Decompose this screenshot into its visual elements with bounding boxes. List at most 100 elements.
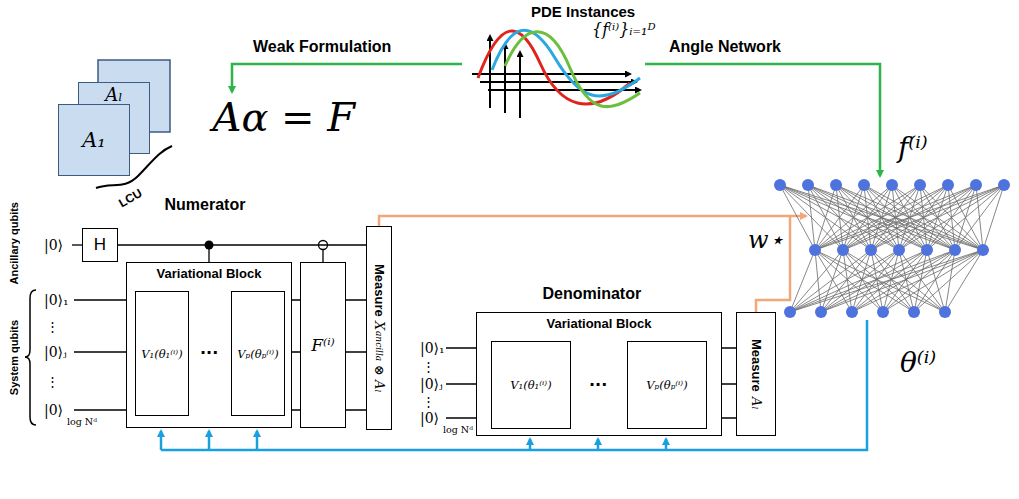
- neuron: [830, 179, 842, 191]
- brace: [25, 290, 36, 425]
- network-link: [808, 185, 983, 250]
- math-label: f⁽ⁱ⁾: [898, 131, 928, 164]
- network-link: [815, 250, 945, 312]
- unitary-box: Vₚ(θₚ⁽ⁱ⁾): [627, 341, 707, 429]
- hadamard-gate: H: [82, 228, 118, 262]
- node-text: V₁(θ₁⁽ⁱ⁾): [141, 347, 182, 361]
- side-label: System qubits: [8, 320, 20, 395]
- network-link: [815, 185, 836, 250]
- node-text: Vₚ(θₚ⁽ⁱ⁾): [237, 347, 278, 361]
- network-link: [927, 185, 1004, 250]
- network-link: [815, 185, 892, 250]
- node-text: H: [94, 235, 106, 255]
- section-title: PDE Instances: [531, 3, 635, 20]
- qubit-label: |0⟩₁: [420, 340, 445, 356]
- neuron: [939, 306, 951, 318]
- neuron: [784, 306, 796, 318]
- qubit-wire: [118, 244, 366, 245]
- neuron: [774, 179, 786, 191]
- qubit-label: |0⟩: [420, 410, 439, 426]
- node-text: Aₗ: [749, 397, 764, 410]
- network-link: [815, 185, 1004, 250]
- network-link: [821, 250, 843, 312]
- qubit-label: |0⟩ⱼ: [44, 344, 67, 360]
- vertical-dots: ⋮: [422, 359, 435, 374]
- network-link: [790, 250, 927, 312]
- network-link: [790, 250, 983, 312]
- neuron: [837, 244, 849, 256]
- pde-plot: [472, 30, 640, 118]
- oracle-box: F⁽ⁱ⁾: [300, 262, 346, 428]
- unitary-box: Vₚ(θₚ⁽ⁱ⁾): [231, 291, 285, 416]
- section-title: Angle Network: [669, 38, 781, 56]
- qubit-label: |0⟩: [44, 237, 63, 253]
- network-link: [852, 250, 927, 312]
- neuron: [815, 306, 827, 318]
- qubit-subscript: log Nᵈ: [67, 416, 97, 427]
- node-text: F⁽ⁱ⁾: [311, 335, 335, 355]
- neuron: [998, 179, 1010, 191]
- neuron: [921, 244, 933, 256]
- neuron: [893, 244, 905, 256]
- network-link: [955, 185, 1004, 250]
- circuit-title: Denominator: [543, 285, 642, 303]
- neuron: [977, 244, 989, 256]
- vertical-dots: ⋮: [46, 319, 59, 334]
- network-link: [852, 250, 955, 312]
- network-link: [883, 250, 983, 312]
- node-text: ancilla: [374, 331, 384, 361]
- unitary-box: V₁(θ₁⁽ⁱ⁾): [135, 291, 189, 416]
- network-link: [821, 250, 955, 312]
- neuron: [865, 244, 877, 256]
- node-text: A₁: [82, 128, 106, 152]
- qubit-label: |0⟩₁: [44, 292, 69, 308]
- neuron: [942, 179, 954, 191]
- network-link: [883, 250, 955, 312]
- math-label: {f⁽ⁱ⁾}ᵢ₌₁ᴰ: [592, 20, 656, 39]
- variational-block: Variational BlockV₁(θ₁⁽ⁱ⁾) Vₚ(θₚ⁽ⁱ⁾): [476, 312, 722, 436]
- network-link: [815, 185, 948, 250]
- green-arrow: [645, 64, 880, 176]
- lcu-label: LCU: [116, 186, 144, 210]
- node-text: Variational Block: [157, 266, 262, 281]
- node-text: X: [372, 321, 387, 330]
- neuron: [809, 244, 821, 256]
- measure-box: MeasureXancilla⊗ Aₗ: [366, 226, 392, 430]
- network-link: [821, 250, 983, 312]
- node-text: ⊗ Aₗ: [372, 365, 387, 393]
- side-label: Ancillary qubits: [8, 202, 20, 285]
- math-label: θ⁽ⁱ⁾: [900, 346, 936, 379]
- ellipsis: ···: [589, 375, 607, 394]
- neuron: [908, 306, 920, 318]
- network-link: [852, 250, 983, 312]
- network-link: [983, 185, 1004, 250]
- orange-arrow: [379, 216, 806, 226]
- neuron: [970, 179, 982, 191]
- neuron: [877, 306, 889, 318]
- math-label: w⋆: [748, 226, 784, 254]
- circuit-title: Numerator: [165, 196, 246, 214]
- neuron: [802, 179, 814, 191]
- network-link: [821, 250, 927, 312]
- network-link: [871, 185, 1004, 250]
- node-text: Variational Block: [547, 316, 652, 331]
- green-arrow: [232, 64, 462, 92]
- network-link: [808, 185, 815, 250]
- node-text: Vₚ(θₚ⁽ⁱ⁾): [646, 378, 687, 392]
- qubit-label: |0⟩ⱼ: [420, 376, 443, 392]
- matrix-square: A₁: [58, 104, 130, 176]
- neuron: [846, 306, 858, 318]
- network-link: [843, 185, 1004, 250]
- equation: Aα = F: [213, 94, 356, 140]
- network-link: [914, 250, 983, 312]
- neuron: [914, 179, 926, 191]
- measure-box: MeasureAₗ: [736, 312, 776, 436]
- vertical-dots: ⋮: [46, 374, 59, 389]
- neuron: [886, 179, 898, 191]
- node-text: Aₗ: [105, 84, 122, 105]
- qubit-label: |0⟩: [44, 402, 63, 418]
- neural-network: [774, 179, 1010, 318]
- unitary-box: V₁(θ₁⁽ⁱ⁾): [491, 341, 571, 429]
- network-link: [790, 250, 843, 312]
- qubit-subscript: log Nᵈ: [443, 424, 473, 435]
